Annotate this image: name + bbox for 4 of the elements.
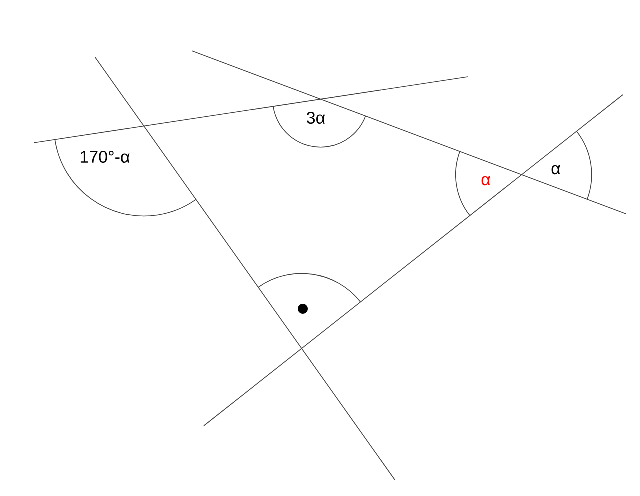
angle-label: 170°-α xyxy=(80,150,130,164)
angle-label: 3α xyxy=(307,112,326,124)
angle-label: α xyxy=(482,176,490,186)
angle-label: α xyxy=(552,165,560,175)
